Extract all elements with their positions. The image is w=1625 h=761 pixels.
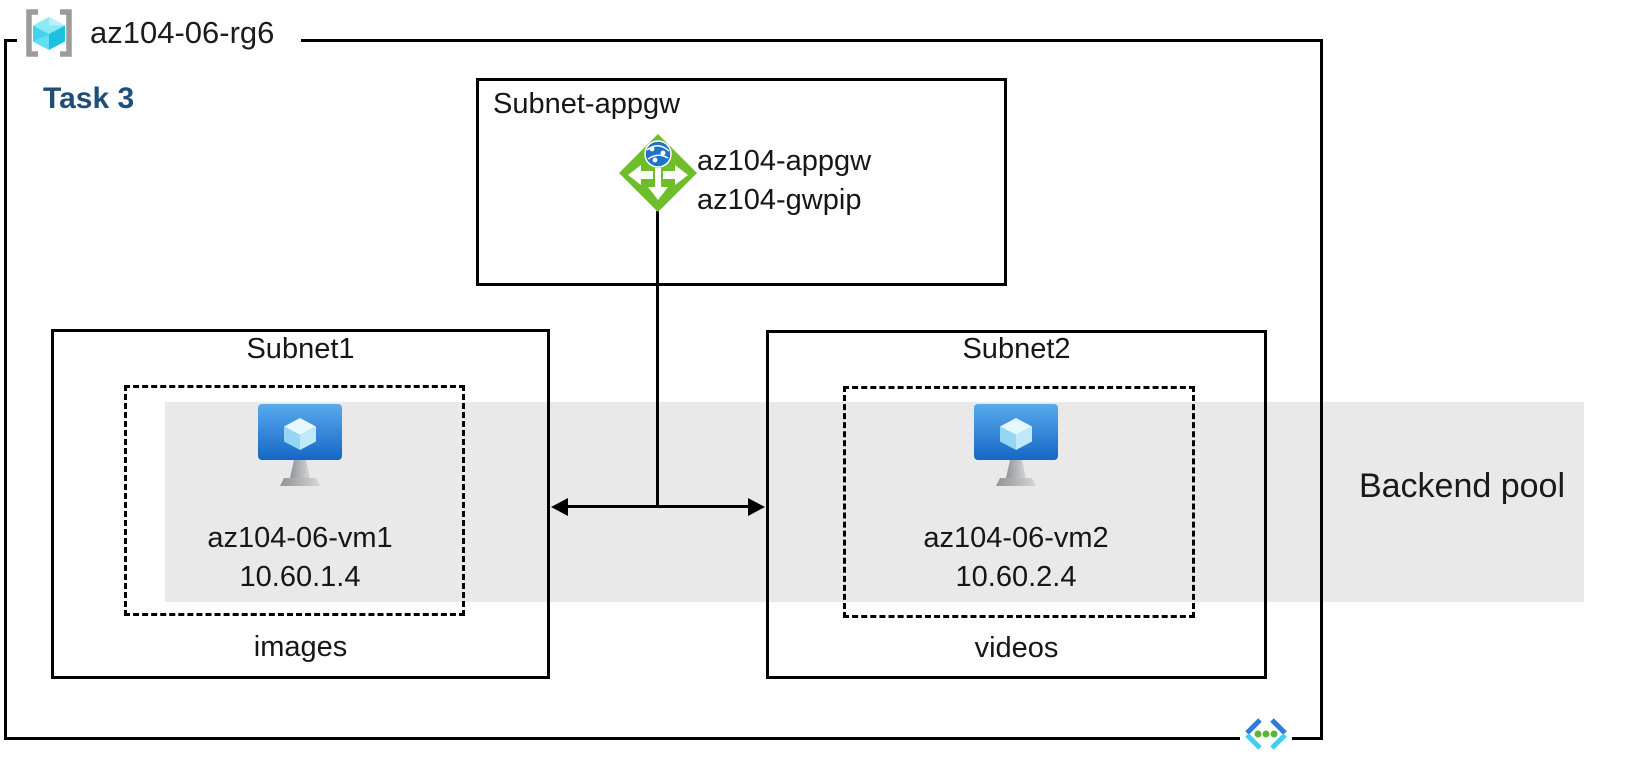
virtual-network-icon (1240, 718, 1292, 750)
subnet1-storage-label: images (253, 631, 348, 663)
subnet2-box (766, 330, 1267, 679)
vm1-ip-label: 10.60.1.4 (239, 561, 361, 593)
resource-group-label: az104-06-rg6 (90, 15, 275, 50)
virtual-machine-icon-vm2 (974, 404, 1058, 486)
backend-pool-band (165, 402, 1584, 602)
vm2-name-label: az104-06-vm2 (923, 522, 1109, 554)
subnet-appgw-title: Subnet-appgw (493, 88, 681, 120)
subnet2-storage-label: videos (974, 632, 1059, 664)
connector-horizontal-line (565, 505, 752, 508)
vm1-name-label: az104-06-vm1 (207, 522, 393, 554)
subnet2-dashed-boundary (843, 386, 1195, 618)
resource-group-frame (4, 39, 1323, 740)
left-arrowhead-icon (551, 498, 568, 516)
vm2-ip-label: 10.60.2.4 (955, 561, 1077, 593)
backend-pool-label: Backend pool (1358, 467, 1566, 505)
subnet2-title: Subnet2 (962, 333, 1071, 365)
vm1-labels: az104-06-vm1 10.60.1.4 (130, 519, 470, 597)
appgw-name-label: az104-appgw (697, 145, 872, 177)
task-label: Task 3 (43, 82, 135, 115)
application-gateway-icon (619, 134, 697, 212)
connector-vertical-line (656, 211, 659, 507)
application-gateway-labels: az104-appgw az104-gwpip (697, 142, 871, 220)
subnet1-dashed-boundary (124, 385, 465, 616)
subnet1-title: Subnet1 (246, 333, 355, 365)
virtual-machine-icon-vm1 (258, 404, 342, 486)
appgw-pip-label: az104-gwpip (697, 184, 862, 216)
subnet-appgw-box (476, 78, 1007, 286)
resource-group-icon (26, 9, 72, 57)
right-arrowhead-icon (748, 498, 765, 516)
subnet1-box (51, 329, 550, 679)
vm2-labels: az104-06-vm2 10.60.2.4 (846, 519, 1186, 597)
resource-group-border-gap (17, 36, 301, 45)
